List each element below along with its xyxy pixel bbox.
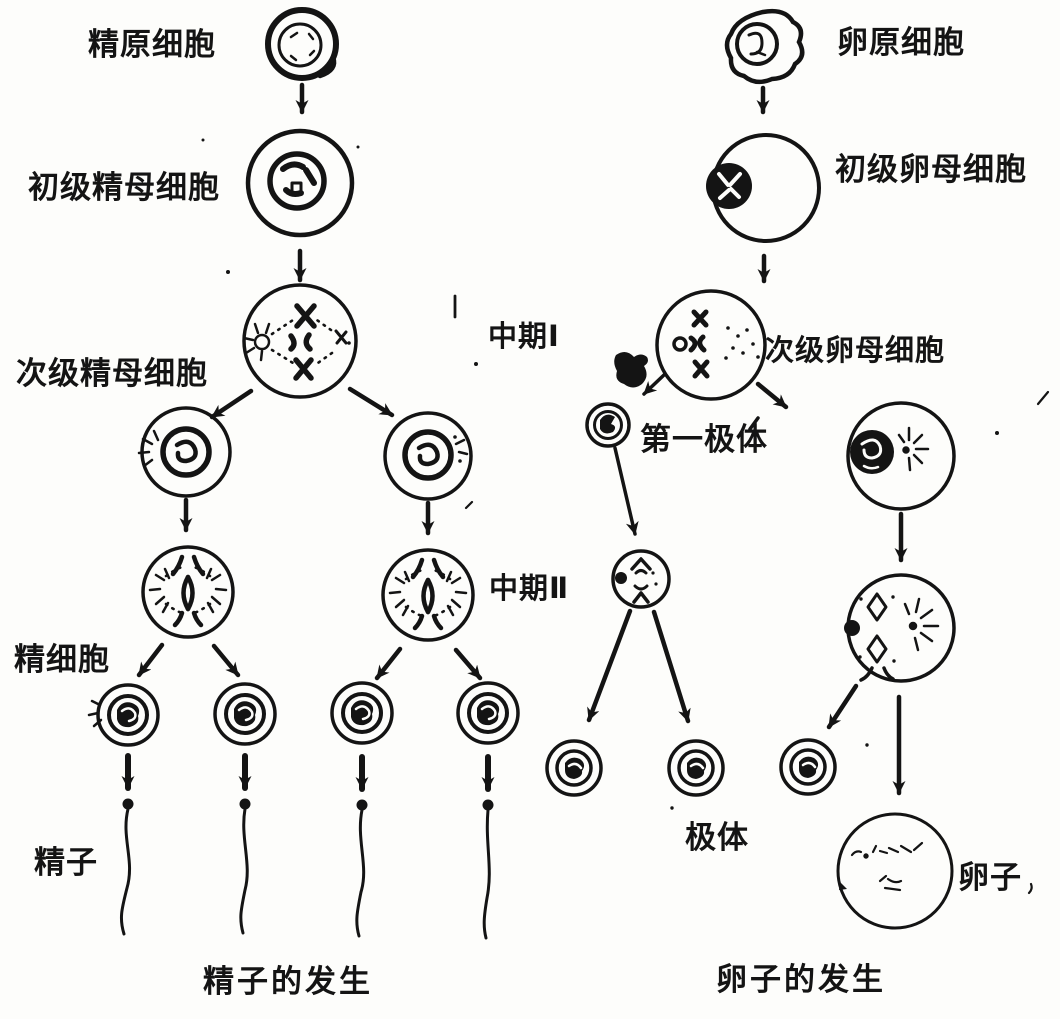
label-spermatogonium: 精原细胞 — [88, 27, 216, 62]
ovum-cell — [836, 812, 954, 930]
tetrad-chromosomes — [672, 309, 710, 379]
chromatin — [289, 31, 316, 62]
nucleus — [593, 410, 623, 440]
label-metaphase-2: 中期Ⅱ — [489, 572, 569, 605]
label-secondary-spermatocyte: 次级精母细胞 — [16, 356, 208, 391]
scan-speckles — [201, 138, 1050, 895]
spindle-specks — [724, 326, 760, 360]
sperm-4 — [482, 799, 494, 940]
arrow-to-polar-body-2 — [651, 609, 691, 724]
chromosomes — [844, 592, 896, 682]
spermatogonium-cell — [265, 7, 339, 81]
secondary-spermatocyte-left — [137, 406, 232, 498]
cell-membrane — [611, 549, 671, 609]
cell-membrane — [245, 128, 355, 238]
first-polar-body-cell — [585, 402, 631, 448]
label-sperm: 精子 — [34, 845, 98, 880]
arrow-meiosis1-left — [209, 388, 254, 420]
cell-membrane — [846, 573, 956, 683]
cell-membrane — [724, 8, 805, 85]
spermatid-2 — [213, 682, 277, 746]
chromatin — [280, 161, 317, 197]
annotation-blob — [614, 351, 648, 388]
spermatid-aster-spikes — [87, 699, 103, 728]
membrane-curl — [317, 54, 337, 79]
arrow-to-polar-body-1 — [586, 608, 633, 723]
polar-body-3 — [779, 738, 837, 796]
secondary-spermatocyte-right — [383, 411, 473, 501]
chromatin — [600, 414, 616, 434]
aster-spikes — [137, 429, 160, 468]
nucleus — [850, 430, 894, 474]
arrow-to-secondary-oocyte — [755, 381, 789, 410]
cell-membrane — [383, 411, 473, 501]
arrow-to-spermatid-2 — [211, 643, 241, 678]
secondary-oocyte-cell — [846, 401, 956, 511]
cell-membrane — [242, 283, 358, 399]
chromatin — [839, 841, 924, 892]
metaphase2-sperm-cell-left — [143, 547, 233, 637]
cell-membrane — [846, 401, 956, 511]
arrow-to-spermatid-3 — [374, 646, 403, 681]
nucleus — [277, 22, 323, 68]
nucleus — [267, 151, 327, 211]
metaphase1-sperm-cell — [242, 283, 358, 399]
sperm-1 — [119, 798, 134, 936]
aster — [903, 597, 940, 652]
arrow-to-polar-body-3 — [826, 683, 859, 730]
arrow-meiosis1-right — [347, 386, 395, 418]
metaphase2-polar-body-cell — [611, 549, 671, 609]
cell-membrane — [585, 402, 631, 448]
spindle-fibers — [270, 316, 334, 367]
sperm-2 — [239, 798, 251, 935]
aster — [897, 426, 930, 472]
chromatin — [717, 172, 742, 200]
chromosomes — [615, 557, 658, 604]
stray-tick-1 — [748, 416, 760, 431]
nucleus — [405, 432, 451, 478]
spindle-aster-left — [242, 322, 271, 362]
spermatid-4 — [456, 681, 520, 745]
label-spermatid: 精细胞 — [14, 642, 110, 677]
arrow-polar-body-to-metaphase2 — [613, 446, 639, 536]
arrow-to-spermatid-4 — [453, 647, 483, 681]
chromatin — [860, 438, 883, 470]
metaphase2-sperm-cell-right — [383, 550, 473, 640]
cell-membrane — [265, 7, 339, 81]
chromatin — [747, 31, 767, 57]
primary-spermatocyte-cell — [245, 128, 355, 238]
arrow-to-spermatid-1 — [136, 642, 165, 678]
tetrad-chromosomes — [288, 303, 317, 381]
label-polar-body: 极体 — [685, 820, 749, 855]
nucleus — [163, 429, 209, 475]
nucleus — [735, 22, 779, 66]
label-primary-spermatocyte: 初级精母细胞 — [28, 170, 220, 205]
label-metaphase-1: 中期Ⅰ — [488, 320, 560, 353]
caption-spermatogenesis: 精子的发生 — [203, 964, 373, 999]
arrow-to-first-polar-body — [642, 372, 667, 396]
label-first-polar-body: 第一极体 — [640, 422, 768, 457]
aster-dots — [453, 435, 469, 463]
cell-membrane — [836, 812, 954, 930]
spermatid-1 — [96, 683, 160, 747]
label-secondary-oocyte: 次级卵母细胞 — [765, 333, 945, 367]
spindle-aster-right — [334, 329, 351, 345]
polar-body-1 — [545, 739, 603, 797]
label-oogonium: 卵原细胞 — [837, 25, 965, 60]
label-ovum: 卵子 — [958, 860, 1022, 895]
primary-oocyte-cell — [706, 133, 821, 243]
caption-oogenesis: 卵子的发生 — [716, 962, 886, 997]
polar-body-2 — [667, 739, 725, 797]
metaphase1-oocyte-cell — [655, 289, 767, 401]
oogonium-cell — [724, 8, 805, 85]
label-primary-oocyte: 初级卵母细胞 — [835, 152, 1027, 187]
spermatid-3 — [330, 681, 394, 745]
cell-membrane — [655, 289, 767, 401]
cell-membrane — [140, 406, 232, 498]
sperm-3 — [355, 799, 368, 938]
metaphase2-oocyte-cell — [844, 573, 956, 683]
